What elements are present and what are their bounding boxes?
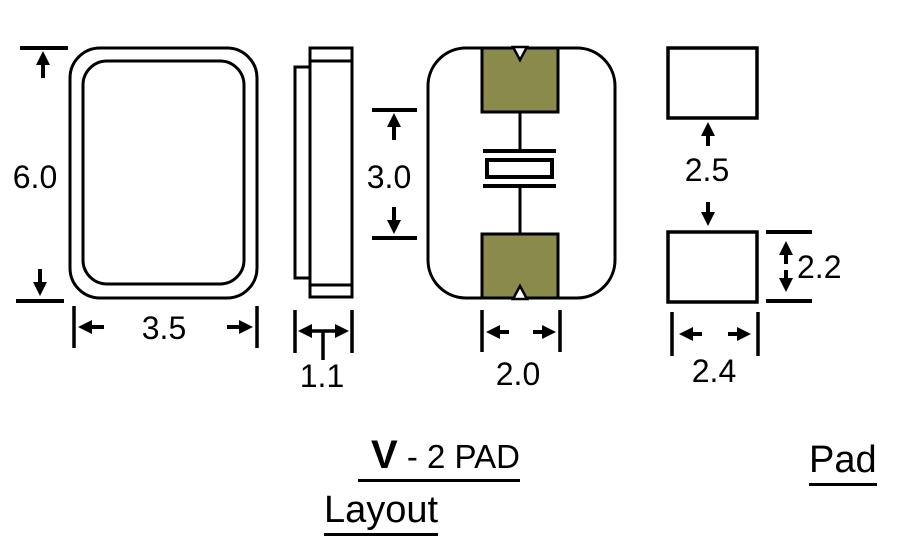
height-dimension-label: 6.0 bbox=[13, 159, 57, 195]
land-pad-width-dimension: 2.0 bbox=[480, 310, 562, 392]
land-pattern-view: 2.0 bbox=[426, 45, 617, 392]
width-dimension: 3.5 bbox=[72, 306, 259, 348]
caption-layout-word: Layout bbox=[324, 491, 439, 536]
arrow-right-icon bbox=[542, 325, 556, 339]
pad-height-label: 2.2 bbox=[797, 249, 841, 285]
package-outer-outline bbox=[68, 46, 259, 300]
arrow-left-icon bbox=[78, 320, 92, 334]
arrow-up-icon bbox=[779, 241, 793, 255]
arrow-down-icon bbox=[33, 282, 47, 296]
width-dimension-label: 3.5 bbox=[142, 310, 186, 346]
package-lid-profile bbox=[293, 65, 312, 280]
arrow-left-icon bbox=[486, 325, 500, 339]
package-side-view: 1.1 bbox=[293, 46, 354, 394]
arrow-down-icon bbox=[387, 220, 401, 234]
arrow-right-icon bbox=[239, 320, 253, 334]
detail-bottom-pad bbox=[666, 230, 759, 304]
caption-series: V - 2 PAD bbox=[358, 435, 520, 482]
pad-width-dimension: 2.4 bbox=[670, 312, 760, 389]
crystal-symbol-icon bbox=[483, 112, 556, 234]
pad-height-dimension: 2.2 bbox=[766, 230, 841, 303]
thickness-dimension-label: 1.1 bbox=[300, 358, 344, 394]
detail-top-pad bbox=[666, 46, 759, 120]
land-pad-width-label: 2.0 bbox=[496, 356, 540, 392]
caption-pad-word: Pad bbox=[809, 441, 877, 486]
caption-layout-text: Layout bbox=[324, 491, 439, 536]
caption-series-letter: V bbox=[371, 433, 398, 477]
arrow-left-icon bbox=[679, 327, 693, 341]
arrow-up-icon bbox=[701, 122, 715, 136]
package-inner-outline bbox=[81, 59, 246, 286]
pad-pitch-dimension: 2.5 bbox=[685, 122, 729, 226]
caption-pad-text: Pad bbox=[809, 441, 877, 486]
top-orientation-notch bbox=[510, 45, 530, 63]
bottom-orientation-notch bbox=[510, 283, 530, 301]
arrow-up-icon bbox=[387, 113, 401, 127]
pad-separation-dimension: 3.0 bbox=[367, 108, 417, 240]
thickness-dimension: 1.1 bbox=[293, 310, 354, 394]
caption-series-suffix: - 2 PAD bbox=[397, 438, 520, 475]
detail-pad-width-label: 2.4 bbox=[692, 353, 736, 389]
arrow-right-icon bbox=[737, 327, 751, 341]
package-body-profile bbox=[308, 46, 354, 299]
height-dimension: 6.0 bbox=[13, 46, 68, 303]
arrow-down-icon bbox=[779, 278, 793, 292]
pad-separation-label: 3.0 bbox=[367, 159, 411, 195]
pad-pitch-label: 2.5 bbox=[685, 152, 729, 188]
arrow-down-icon bbox=[701, 212, 715, 226]
pad-detail-view: 2.5 2.2 2.4 bbox=[666, 46, 841, 389]
arrow-right-icon bbox=[335, 324, 349, 338]
package-top-view: 6.0 3.5 bbox=[13, 46, 259, 348]
arrow-left-icon bbox=[298, 324, 312, 338]
arrow-up-icon bbox=[36, 51, 50, 65]
